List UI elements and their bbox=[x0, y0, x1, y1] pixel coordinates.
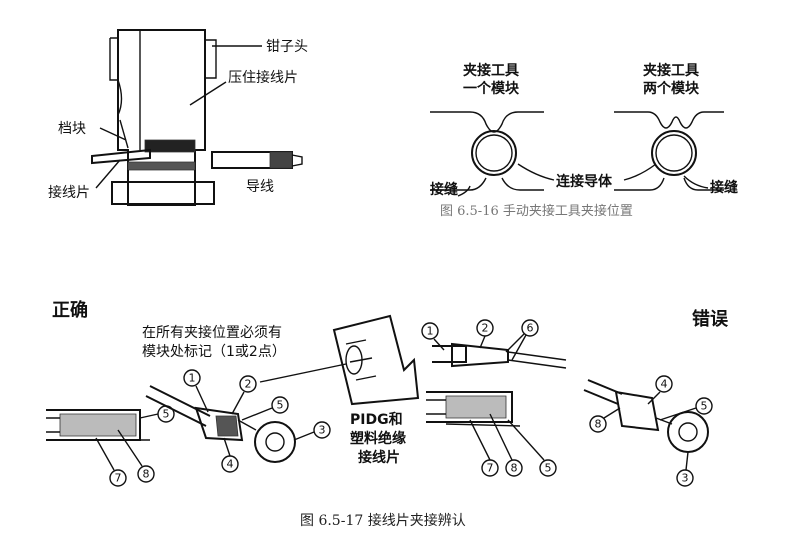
label-wire: 导线 bbox=[246, 179, 274, 195]
middle-splice-drawing bbox=[432, 342, 567, 369]
label-tool-two-dies-2: 两个模块 bbox=[643, 80, 700, 97]
callout-marker: 4 bbox=[221, 437, 239, 473]
callout-marker: 5 bbox=[241, 396, 289, 421]
label-pressed-lug: 压住接线片 bbox=[228, 69, 298, 86]
wrong-ring-terminal-drawing bbox=[583, 379, 709, 453]
callout-marker: 8 bbox=[117, 429, 155, 483]
leader-line bbox=[623, 163, 657, 181]
svg-text:5: 5 bbox=[701, 400, 708, 413]
svg-text:5: 5 bbox=[163, 408, 170, 421]
label-tool-two-dies-1: 夹接工具 bbox=[643, 62, 699, 79]
callout-marker: 8 bbox=[489, 413, 523, 477]
svg-text:4: 4 bbox=[661, 378, 668, 391]
two-die-crimp-drawing bbox=[614, 111, 724, 191]
callout-marker: 5 bbox=[659, 397, 713, 421]
caption-fig-16-partial: 图 6.5-16 手动夹接工具夹接位置 bbox=[440, 203, 633, 219]
leader-line bbox=[259, 363, 347, 383]
label-pidg-2: 塑料绝缘 bbox=[350, 430, 406, 447]
svg-text:4: 4 bbox=[227, 458, 234, 471]
middle-cutaway-drawing bbox=[426, 391, 521, 427]
svg-text:2: 2 bbox=[245, 378, 252, 391]
leader-line bbox=[457, 185, 471, 197]
svg-text:3: 3 bbox=[682, 472, 689, 485]
svg-text:5: 5 bbox=[545, 462, 552, 475]
svg-text:1: 1 bbox=[427, 325, 434, 338]
figure-caption: 图 6.5-17 接线片夹接辨认 bbox=[300, 512, 466, 529]
svg-text:2: 2 bbox=[482, 322, 489, 335]
svg-text:8: 8 bbox=[595, 418, 602, 431]
callout-marker: 5 bbox=[139, 405, 175, 423]
svg-text:7: 7 bbox=[487, 462, 494, 475]
leader-line bbox=[95, 159, 121, 189]
crimp-tool-head-drawing bbox=[91, 29, 303, 206]
callout-marker: 2 bbox=[231, 375, 257, 415]
callout-marker: 3 bbox=[293, 421, 331, 441]
label-connecting-conductor: 连接导体 bbox=[556, 173, 613, 190]
svg-text:3: 3 bbox=[319, 424, 326, 437]
callout-marker: 2 bbox=[476, 319, 494, 349]
leader-line bbox=[99, 127, 127, 141]
leader-line bbox=[189, 81, 227, 106]
callout-marker: 7 bbox=[95, 437, 127, 487]
callout-marker: 8 bbox=[589, 407, 621, 433]
svg-text:8: 8 bbox=[511, 462, 518, 475]
svg-text:7: 7 bbox=[115, 472, 122, 485]
label-pidg-3: 接线片 bbox=[358, 449, 400, 466]
label-seam-right: 接缝 bbox=[710, 179, 738, 196]
label-plier-head: 钳子头 bbox=[266, 39, 308, 55]
callout-marker: 7 bbox=[469, 419, 499, 477]
svg-text:8: 8 bbox=[143, 468, 150, 481]
label-terminal-lug: 接线片 bbox=[48, 184, 90, 201]
label-wrong: 错误 bbox=[692, 308, 729, 330]
svg-text:5: 5 bbox=[277, 399, 284, 412]
callout-marker: 5 bbox=[507, 419, 557, 477]
one-die-crimp-drawing bbox=[430, 111, 544, 191]
label-pidg-1: PIDG和 bbox=[350, 412, 403, 428]
note-line-1: 在所有夹接位置必须有 bbox=[142, 324, 282, 341]
svg-text:6: 6 bbox=[527, 322, 534, 335]
callout-marker: 3 bbox=[676, 451, 694, 487]
svg-text:1: 1 bbox=[189, 372, 196, 385]
pidg-packet-drawing bbox=[332, 314, 420, 406]
label-stop-block: 档块 bbox=[58, 121, 86, 137]
correct-cutaway-drawing bbox=[46, 409, 150, 441]
leader-line bbox=[683, 175, 709, 189]
leader-line bbox=[517, 163, 555, 181]
callout-marker: 4 bbox=[647, 375, 673, 405]
label-seam-left: 接缝 bbox=[430, 181, 458, 198]
note-line-2: 模块处标记（1或2点） bbox=[142, 344, 286, 360]
callout-marker: 1 bbox=[183, 369, 209, 413]
callout-marker: 1 bbox=[421, 322, 445, 351]
correct-ring-terminal-drawing bbox=[145, 385, 296, 463]
callout-marker: 6 bbox=[505, 319, 539, 361]
label-correct: 正确 bbox=[52, 299, 88, 321]
label-tool-one-die-2: 一个模块 bbox=[463, 80, 520, 97]
label-tool-one-die-1: 夹接工具 bbox=[463, 62, 519, 79]
